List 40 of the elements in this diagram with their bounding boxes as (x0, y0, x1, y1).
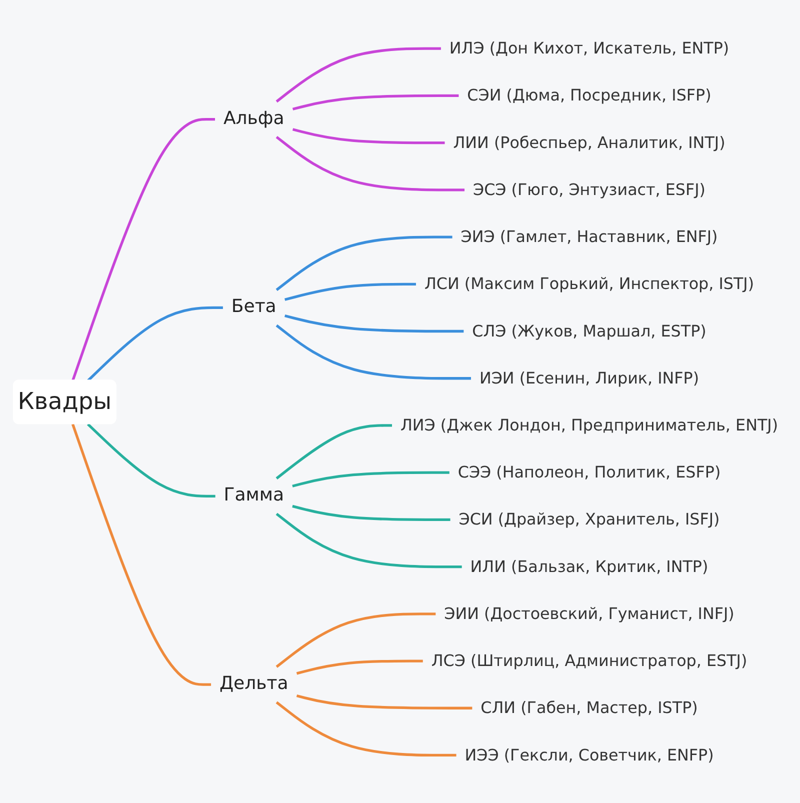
connector (292, 504, 450, 521)
connector (276, 136, 465, 191)
node-text: ЭСЭ (Гюго, Энтузиаст, ESFJ) (473, 180, 706, 199)
connector (276, 424, 392, 480)
node-text: СЭЭ (Наполеон, Политик, ESFP) (458, 462, 721, 482)
node-text: Альфа (223, 107, 284, 129)
connector (296, 659, 423, 674)
node-text: ЭСИ (Драйзер, Хранитель, ISFJ) (458, 509, 720, 529)
node-text: ЛИИ (Робеспьер, Аналитик, INTJ) (453, 132, 726, 152)
node-text: ЛИЭ (Джек Лондон, Предприниматель, ENTJ) (400, 415, 778, 434)
connector (296, 694, 472, 710)
connector (276, 324, 471, 380)
connector (276, 700, 456, 756)
node-text: Дельта (220, 672, 288, 694)
node-text: ИЭИ (Есенин, Лирик, INFP) (479, 368, 700, 388)
node-text: ЭИИ (Достоевский, Гуманист, INFJ) (444, 604, 734, 623)
node-text: СЛИ (Габен, Мастер, ISTP) (480, 698, 698, 717)
connector (87, 306, 223, 382)
connector (292, 94, 459, 110)
node-text: ИЛИ (Бальзак, Критик, INTP) (470, 556, 708, 576)
connector (276, 612, 436, 668)
connector (87, 422, 216, 498)
node-text: ИЭЭ (Гексли, Советчик, ENFP) (464, 745, 714, 764)
connector (292, 128, 445, 144)
node-text: Гамма (224, 484, 284, 506)
connector (276, 512, 462, 568)
connector (284, 282, 416, 301)
connector (72, 423, 212, 686)
connector (72, 118, 215, 381)
node-text: Бета (231, 296, 276, 318)
node-text: СЛЭ (Жуков, Маршал, ESTP) (472, 321, 706, 340)
node-text: ЭИЭ (Гамлет, Наставник, ENFJ) (460, 226, 718, 246)
node-text: ИЛЭ (Дон Кихот, Искатель, ENTP) (449, 38, 730, 58)
node-text: ЛСЭ (Штирлиц, Администратор, ESTJ) (431, 650, 748, 670)
node-text: ЛСИ (Максим Горький, Инспектор, ISTJ) (424, 274, 754, 293)
connector (292, 470, 450, 487)
connector (276, 46, 441, 102)
node-text: СЭИ (Дюма, Посредник, ISFP) (467, 86, 712, 105)
connector (284, 314, 464, 332)
connector (276, 235, 452, 291)
